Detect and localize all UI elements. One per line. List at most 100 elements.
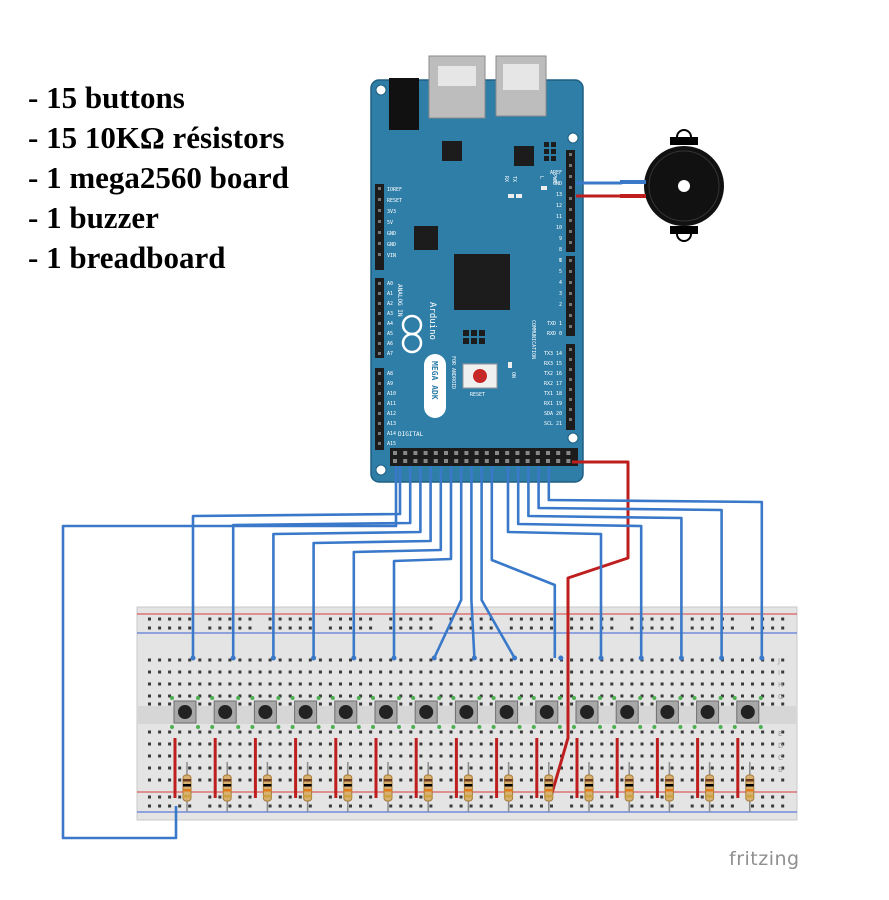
terminal-hole [188,754,192,758]
terminal-hole [499,742,503,746]
terminal-hole [198,694,202,698]
terminal-hole [238,766,242,770]
rail-hole [730,626,734,630]
rail-hole [630,626,634,630]
rail-hole [670,617,674,621]
push-button[interactable] [495,700,519,724]
terminal-hole [489,730,493,734]
push-button[interactable] [696,700,720,724]
digital-pin [535,451,540,455]
terminal-hole [741,766,744,770]
terminal-hole [610,730,614,734]
push-button-cap[interactable] [700,705,715,719]
push-button-cap[interactable] [539,705,554,719]
rail-hole [268,626,272,630]
push-button-cap[interactable] [740,705,755,719]
terminal-hole [650,766,654,770]
terminal-hole [781,742,785,746]
push-button[interactable] [736,700,760,724]
rail-hole [339,795,342,799]
terminal-hole [499,658,503,662]
header-pin [569,219,572,222]
terminal-hole [650,742,654,746]
push-button-cap[interactable] [620,705,635,719]
rail-hole [429,804,433,808]
connected-hole [692,696,697,700]
header-pin [569,259,572,262]
terminal-hole [369,670,373,674]
terminal-hole [529,682,533,686]
resistor-band [745,784,754,787]
push-button[interactable] [454,700,478,724]
resistor-band [625,795,634,798]
connected-hole [517,725,522,729]
push-button[interactable] [253,700,277,724]
terminal-hole [630,694,634,698]
push-button[interactable] [655,700,679,724]
terminal-hole [449,730,453,734]
push-button[interactable] [414,700,438,724]
terminal-hole [509,754,513,758]
terminal-hole [198,742,202,746]
push-button-cap[interactable] [379,705,393,719]
rail-hole [610,617,614,621]
push-button[interactable] [374,700,398,724]
rail-hole [419,626,423,630]
digital-pin [495,451,499,455]
rail-hole [590,617,594,621]
terminal-hole [761,778,765,782]
terminal-hole [710,670,714,674]
push-button-cap[interactable] [580,705,594,719]
resistor-band [424,795,433,798]
terminal-hole [489,754,493,758]
push-button-cap[interactable] [459,705,474,719]
push-button[interactable] [213,700,237,724]
terminal-hole [218,766,222,770]
rail-hole [489,795,493,799]
terminal-hole [148,778,151,782]
push-button-cap[interactable] [338,705,353,719]
terminal-hole [690,778,694,782]
reset-button-cap[interactable] [473,369,487,383]
rail-hole [660,617,664,621]
connected-hole [276,696,281,700]
resistor-band [705,784,714,787]
push-button[interactable] [535,700,559,724]
push-button[interactable] [615,700,639,724]
push-button-cap[interactable] [419,705,434,719]
terminal-hole [218,670,222,674]
push-button[interactable] [173,700,197,724]
terminal-hole [369,742,373,746]
terminal-hole [519,766,523,770]
terminal-hole [781,730,785,734]
terminal-hole [720,670,724,674]
buzzer-hole [678,180,690,192]
terminal-hole [168,766,172,770]
terminal-hole [339,658,342,662]
rail-hole [308,804,312,808]
fritzing-watermark: fritzing [729,848,800,870]
terminal-hole [208,682,212,686]
terminal-hole [529,694,533,698]
terminal-hole [268,742,272,746]
push-button-cap[interactable] [218,705,233,719]
push-button[interactable] [294,700,318,724]
push-button[interactable] [334,700,358,724]
terminal-hole [570,742,574,746]
push-button[interactable] [575,700,599,724]
main-microcontroller [454,254,510,310]
terminal-hole [288,754,292,758]
push-button-cap[interactable] [499,705,514,719]
terminal-hole [560,694,563,698]
terminal-hole [479,658,483,662]
push-button-cap[interactable] [178,705,192,719]
rail-hole [519,795,523,799]
push-button-cap[interactable] [660,705,675,719]
buzzer-tab-bottom [676,233,692,242]
push-button-cap[interactable] [258,705,273,719]
terminal-hole [258,754,262,758]
terminal-hole [198,754,202,758]
resistor-band [384,784,392,787]
signal-wire [191,466,402,658]
push-button-cap[interactable] [298,705,313,719]
